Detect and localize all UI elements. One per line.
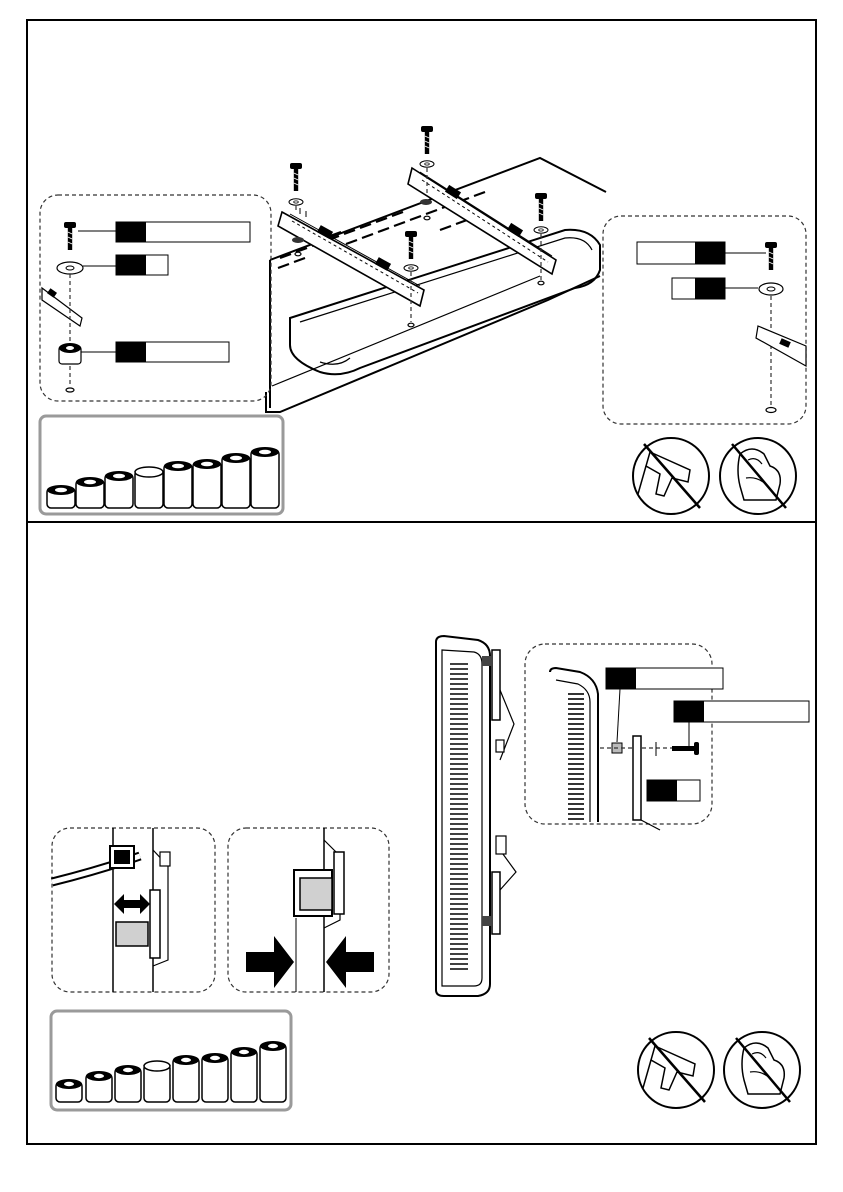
spacer-1g: [222, 453, 250, 508]
tv-side-view: [436, 636, 516, 996]
right-bracket: [408, 168, 556, 274]
cable-clearance-detail: [52, 828, 215, 992]
no-excessive-force-icon-2: [724, 1032, 800, 1108]
spacer-set-2: [51, 1011, 291, 1110]
spacer-1d: [135, 467, 163, 508]
double-arrow-icon: [114, 894, 150, 914]
no-power-drill-icon-2: [638, 1032, 714, 1108]
panel-2: [51, 636, 809, 1110]
spacer-compression-detail: [228, 828, 389, 992]
spacer-2f: [202, 1053, 228, 1102]
spacer-2g: [231, 1047, 257, 1102]
spacer-2h: [260, 1041, 286, 1102]
hook-detail-callout: [525, 644, 809, 830]
spacer-set-1: [40, 416, 283, 514]
spacer-2e: [173, 1055, 199, 1102]
spacer-2c: [115, 1065, 141, 1102]
spacer-1c: [105, 471, 133, 508]
spacer-1f: [193, 459, 221, 508]
no-power-drill-icon: [633, 438, 709, 514]
panel-1: [40, 126, 806, 514]
right-detail-callout: [603, 216, 806, 424]
left-detail-callout: [40, 195, 271, 401]
spacer-1b: [76, 477, 104, 508]
spacer-2b: [86, 1071, 112, 1102]
no-excessive-force-icon: [720, 438, 796, 514]
spacer-1h: [251, 447, 279, 508]
spacer-1a: [47, 485, 75, 508]
spacer-1e: [164, 461, 192, 508]
spacer-2d: [144, 1061, 170, 1102]
spacer-2a: [56, 1079, 82, 1102]
